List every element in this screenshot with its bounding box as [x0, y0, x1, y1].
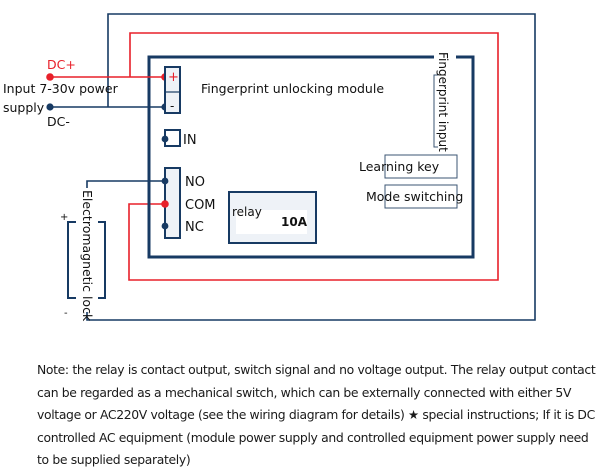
- module-box: [147, 55, 475, 259]
- learning-key-button[interactable]: [384, 154, 458, 179]
- mode-switching-button[interactable]: [384, 184, 458, 209]
- outer-navy-wire: [86, 13, 536, 321]
- terminal-minus-label: -: [170, 99, 174, 113]
- lock-bracket-left: [67, 221, 76, 299]
- no-wire: [86, 180, 165, 188]
- in-label: IN: [183, 133, 197, 148]
- fingerprint-label-gap: [434, 54, 456, 61]
- com-terminal-dot: [161, 200, 169, 208]
- relay-label: relay: [232, 205, 262, 219]
- in-terminal-dot: [161, 135, 169, 143]
- lock-minus-label: -: [64, 308, 68, 319]
- terminal-plus-label: +: [168, 70, 179, 85]
- input-power-label-line2: supply: [3, 100, 45, 115]
- input-power-label-line1: Input 7-30v power: [3, 81, 119, 96]
- lock-bracket-right: [98, 221, 106, 299]
- lock-label: Electromagnetic lock: [80, 190, 95, 322]
- fingerprint-input-connector: [433, 74, 438, 148]
- power-terminal-block: [164, 66, 181, 114]
- learning-key-label: Learning key: [359, 159, 440, 174]
- wiring-diagram: + - IN NO COM NC relay 10A Fingerprint u…: [3, 13, 536, 322]
- dc-minus-terminal-dot: [46, 103, 54, 111]
- relay-inner-panel: [236, 210, 307, 234]
- lock-plus-label: +: [60, 212, 68, 223]
- mode-switching-label: Mode switching: [366, 189, 463, 204]
- dc-minus-label: DC-: [47, 114, 70, 129]
- module-title: Fingerprint unlocking module: [201, 81, 384, 96]
- no-terminal-dot: [161, 177, 169, 185]
- dc-plus-label: DC+: [47, 57, 76, 72]
- red-loop-wire: [128, 32, 499, 281]
- nc-terminal-dot: [161, 222, 169, 230]
- nc-label: NC: [185, 220, 204, 235]
- fingerprint-input-label: Fingerprint input: [436, 52, 450, 152]
- com-label: COM: [185, 198, 216, 213]
- note-paragraph: Note: the relay is contact output, switc…: [37, 362, 596, 467]
- dc-plus-terminal-dot: [46, 73, 54, 81]
- relay-rating: 10A: [281, 215, 308, 229]
- no-label: NO: [185, 175, 205, 190]
